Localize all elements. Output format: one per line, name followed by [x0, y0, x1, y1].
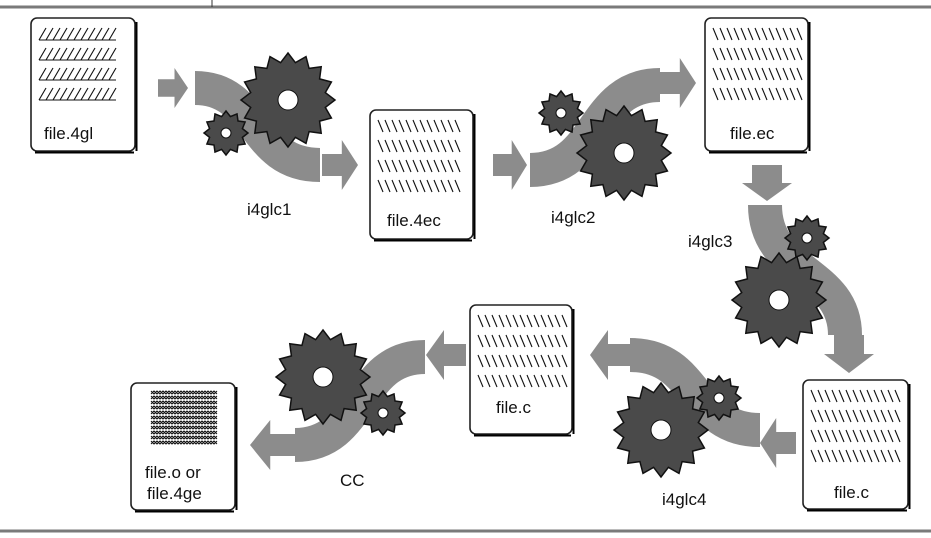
gear-hub — [220, 127, 232, 139]
flow-arrow-icon — [493, 140, 527, 190]
document-text-lines — [810, 389, 901, 463]
document-icon — [369, 109, 474, 240]
flow-arrow-icon — [250, 420, 295, 470]
flow-band — [628, 338, 762, 447]
file-ec-label: file.ec — [730, 124, 775, 143]
flow-arrow-icon — [590, 330, 630, 380]
gear-hub — [277, 89, 299, 111]
file-4ec-label: file.4ec — [387, 211, 441, 230]
document-icon — [469, 304, 573, 435]
step-i4glc3-label: i4glc3 — [688, 232, 733, 251]
file-c-label: file.c — [834, 483, 869, 502]
step-i4glc2-label: i4glc2 — [551, 208, 596, 227]
step-i4glc4-label: i4glc4 — [662, 490, 707, 509]
document-icon — [30, 17, 136, 152]
file-4ge-label: file.4ge — [147, 484, 202, 503]
gear-hub — [768, 289, 790, 311]
document-text-lines — [477, 314, 568, 388]
flow-arrow-icon — [824, 335, 874, 373]
documents — [30, 17, 911, 513]
step-i4glc1-label: i4glc1 — [247, 200, 292, 219]
gear-hub — [613, 142, 635, 164]
flow-arrow-icon — [760, 418, 796, 468]
gear-hub — [801, 232, 813, 244]
binary-document-icon — [130, 382, 236, 511]
document-text-lines — [712, 27, 803, 101]
flow-arrow-icon — [158, 68, 188, 108]
document-text-lines — [38, 27, 117, 101]
binary-pattern — [150, 390, 218, 445]
step-cc-label: CC — [340, 471, 365, 490]
flow-arrow-icon — [426, 330, 466, 380]
file-c-label: file.c — [496, 398, 531, 417]
gears — [202, 51, 831, 479]
gear-hub — [650, 419, 672, 441]
flow-arrow-icon — [660, 58, 696, 108]
gear-hub — [713, 392, 725, 404]
gear-hub — [377, 407, 389, 419]
flow-arrow-icon — [742, 165, 792, 201]
gear-hub — [555, 107, 567, 119]
file-o-label: file.o or — [145, 463, 201, 482]
file-4gl-label: file.4gl — [44, 124, 94, 143]
flow-arrow-icon — [322, 140, 358, 190]
gear-hub — [312, 366, 334, 388]
flow-band — [293, 340, 427, 462]
document-icon — [704, 17, 809, 152]
document-text-lines — [377, 119, 461, 193]
